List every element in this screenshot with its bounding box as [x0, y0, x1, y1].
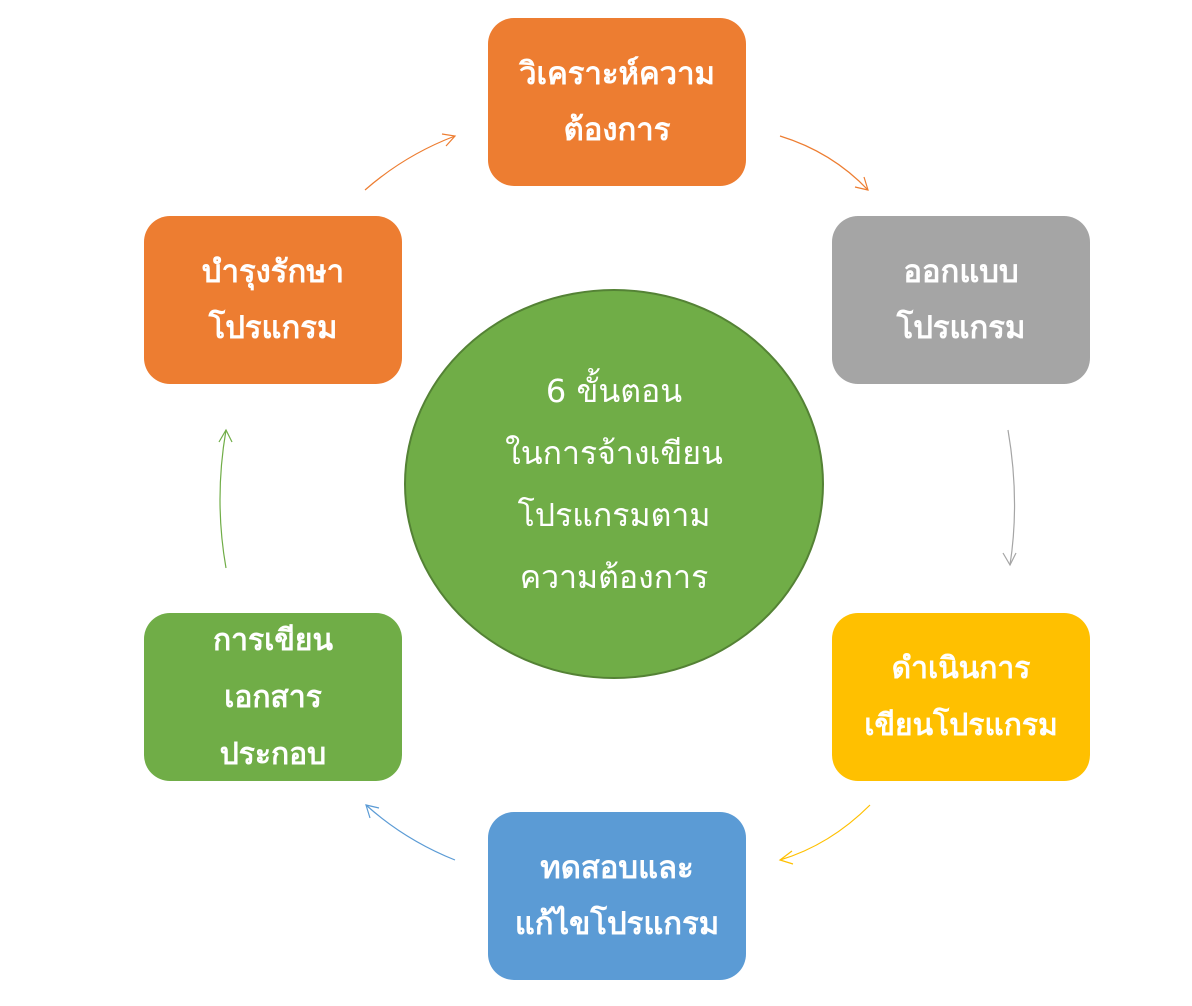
step-label: ทดสอบและ แก้ไขโปรแกรม [514, 850, 720, 942]
arrow-coding-to-testing [778, 804, 871, 865]
arrow-testing-to-documentation [365, 804, 456, 861]
step-label: บำรุงรักษา โปรแกรม [201, 254, 345, 346]
step-program-design: ออกแบบ โปรแกรม [832, 216, 1090, 384]
step-label: ดำเนินการ เขียนโปรแกรม [864, 651, 1058, 743]
step-maintenance: บำรุงรักษา โปรแกรม [144, 216, 402, 384]
step-documentation: การเขียน เอกสาร ประกอบ [144, 613, 402, 781]
arrow-analyze-to-design [779, 135, 869, 191]
arrow-design-to-coding [1002, 429, 1017, 567]
step-testing-and-fixing: ทดสอบและ แก้ไขโปรแกรม [488, 812, 746, 980]
center-title: 6 ขั้นตอน ในการจ้างเขียน โปรแกรมตาม ความ… [505, 372, 723, 596]
center-circle: 6 ขั้นตอน ในการจ้างเขียน โปรแกรมตาม ความ… [404, 289, 824, 679]
step-label: ออกแบบ โปรแกรม [896, 254, 1026, 346]
arrow-maintenance-to-analyze [364, 133, 457, 191]
step-label: วิเคราะห์ความ ต้องการ [519, 56, 715, 148]
step-program-coding: ดำเนินการ เขียนโปรแกรม [832, 613, 1090, 781]
arrow-documentation-to-maintenance [218, 428, 233, 569]
step-requirements-analysis: วิเคราะห์ความ ต้องการ [488, 18, 746, 186]
step-label: การเขียน เอกสาร ประกอบ [213, 622, 333, 772]
